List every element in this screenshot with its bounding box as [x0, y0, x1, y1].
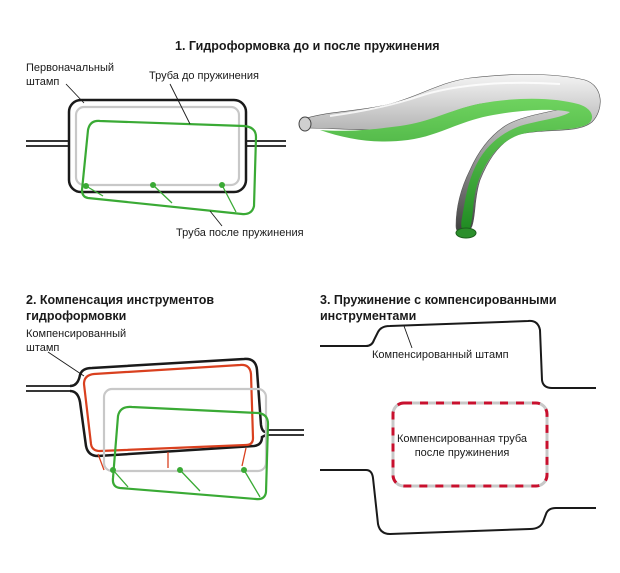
sprungback-tube	[111, 405, 270, 501]
section3-title-line2: инструментами	[320, 309, 417, 323]
section3-comp-die-label: Компенсированный штамп	[372, 349, 509, 361]
comp-tube-label: Компенсированная труба после пружинения	[392, 432, 532, 460]
compensated-die-leader	[47, 351, 85, 377]
section2-diagram	[26, 351, 304, 501]
tube-3d-highlight	[329, 81, 561, 117]
original-die	[67, 98, 248, 194]
comp-tube-label-line1: Компенсированная труба	[396, 433, 528, 445]
compensated-die-label-line2: штамп	[26, 342, 60, 354]
compensated-die-flanges	[26, 385, 304, 436]
compensated-die	[69, 357, 267, 434]
tube-3d-green	[320, 98, 593, 232]
comp-tube-label-line2: после пружинения	[414, 447, 510, 459]
compensated-die-lower	[69, 389, 267, 458]
compensated-tube-after	[391, 401, 549, 488]
compensated-die-label: Компенсированный штамп	[26, 327, 126, 355]
section3-diagram	[320, 319, 596, 536]
tube-3d-metal	[299, 74, 601, 234]
compensation-green-arrows	[112, 469, 261, 498]
original-die-label: Первоначальный штамп	[26, 61, 114, 89]
section2-title-line1: 2. Компенсация инструментов	[26, 293, 215, 307]
lower-compensated-die	[320, 469, 596, 536]
section2-title-line2: гидроформовки	[26, 309, 127, 323]
section2-title: 2. Компенсация инструментов гидроформовк…	[26, 292, 214, 324]
compensation-points	[110, 467, 247, 473]
original-die-label-line2: штамп	[26, 76, 60, 88]
springback-arrows	[85, 184, 237, 213]
tube-before-label: Труба до пружинения	[149, 70, 259, 82]
original-die-flanges	[26, 140, 286, 147]
original-die-label-line1: Первоначальный	[26, 62, 115, 74]
section3-title-line1: 3. Пружинение с компенсированными	[320, 293, 557, 307]
section1-leaders	[65, 83, 223, 227]
section3-title: 3. Пружинение с компенсированными инстру…	[320, 292, 557, 324]
compensated-die-label-line1: Компенсированный	[26, 328, 127, 340]
compensated-tube	[82, 363, 255, 453]
springback-points	[83, 182, 225, 189]
compensation-arrows	[97, 447, 247, 471]
tube-after-label: Труба после пружинения	[176, 227, 304, 239]
tube-after-springback	[80, 119, 258, 216]
tube-3d-illustration	[298, 74, 601, 239]
compensated-tube-after-dashes	[391, 401, 549, 488]
upper-compensated-die	[320, 319, 596, 389]
section3-die-leader	[403, 325, 413, 349]
section1-diagram	[26, 83, 286, 227]
tube-3d-end-bottom	[455, 227, 477, 239]
original-tube-shape	[102, 387, 268, 473]
tube-before-springback	[74, 105, 241, 187]
tube-3d-end-left	[298, 116, 312, 132]
section1-title: 1. Гидроформовка до и после пружинения	[175, 39, 440, 53]
